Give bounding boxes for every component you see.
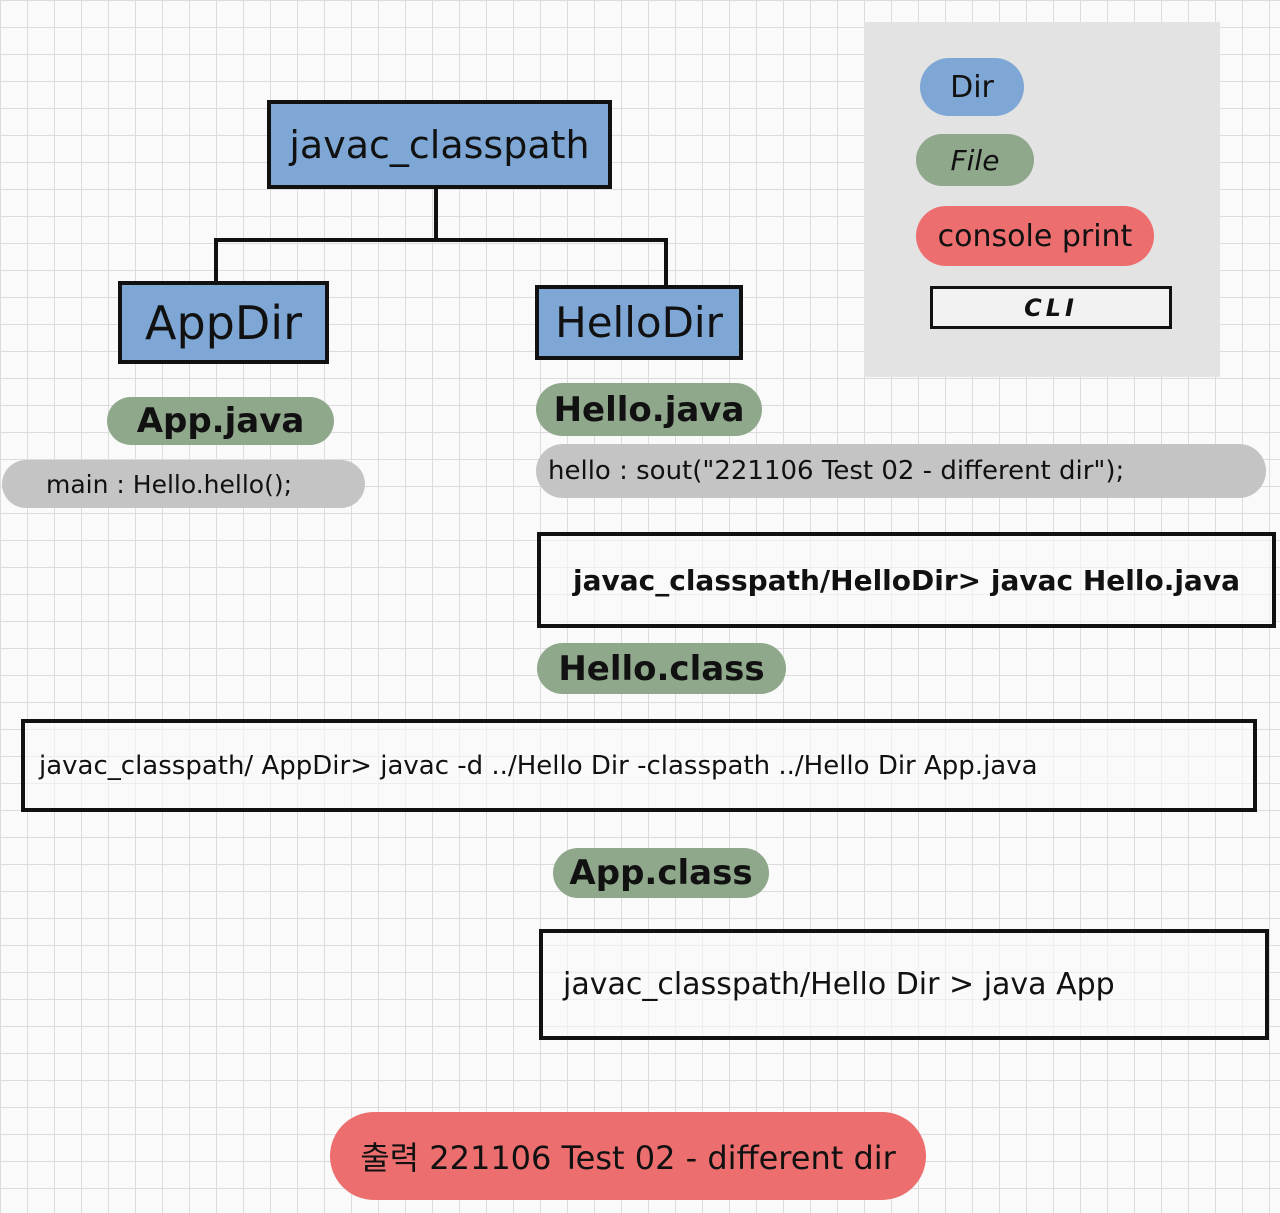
legend-file: File — [916, 134, 1034, 186]
tree-connector-horizontal — [214, 238, 668, 242]
tree-connector-left — [214, 238, 218, 284]
hello-method-note: hello : sout("221106 Test 02 - different… — [536, 444, 1266, 498]
app-class-file: App.class — [553, 848, 769, 898]
appdir-node: AppDir — [118, 281, 329, 364]
app-java-label: App.java — [136, 401, 305, 441]
root-dir-node: javac_classpath — [267, 100, 612, 189]
tree-connector-right — [664, 238, 668, 288]
tree-connector-vertical-root — [434, 186, 438, 240]
hellodir-label: HelloDir — [555, 298, 723, 347]
cli-compile-hello-text: javac_classpath/HelloDir> javac Hello.ja… — [573, 563, 1240, 597]
cli-run-app-text: javac_classpath/Hello Dir > java App — [563, 967, 1115, 1002]
hello-class-label: Hello.class — [558, 648, 765, 689]
hello-java-label: Hello.java — [553, 389, 745, 430]
cli-compile-hello: javac_classpath/HelloDir> javac Hello.ja… — [537, 532, 1276, 628]
hello-java-file: Hello.java — [536, 383, 762, 436]
legend-cli: CLI — [930, 286, 1172, 329]
legend-file-label: File — [950, 143, 1000, 177]
legend-panel: Dir File console print CLI — [864, 22, 1220, 377]
hello-method-note-text: hello : sout("221106 Test 02 - different… — [548, 456, 1125, 486]
hellodir-node: HelloDir — [535, 285, 743, 360]
root-dir-label: javac_classpath — [289, 122, 590, 167]
console-output-text: 출력 221106 Test 02 - different dir — [360, 1139, 896, 1177]
legend-console-print-label: console print — [937, 218, 1133, 254]
app-main-note: main : Hello.hello(); — [2, 460, 365, 508]
appdir-label: AppDir — [145, 295, 302, 350]
cli-compile-app-text: javac_classpath/ AppDir> javac -d ../Hel… — [39, 750, 1038, 781]
legend-dir: Dir — [920, 58, 1024, 116]
cli-run-app: javac_classpath/Hello Dir > java App — [539, 929, 1269, 1040]
legend-dir-label: Dir — [950, 69, 994, 105]
legend-console-print: console print — [916, 206, 1154, 266]
console-output: 출력 221106 Test 02 - different dir — [330, 1112, 926, 1200]
cli-compile-app: javac_classpath/ AppDir> javac -d ../Hel… — [21, 719, 1257, 812]
legend-cli-label: CLI — [1024, 293, 1078, 322]
app-main-note-text: main : Hello.hello(); — [46, 469, 292, 499]
hello-class-file: Hello.class — [537, 643, 786, 694]
app-java-file: App.java — [107, 397, 334, 445]
app-class-label: App.class — [569, 853, 753, 893]
